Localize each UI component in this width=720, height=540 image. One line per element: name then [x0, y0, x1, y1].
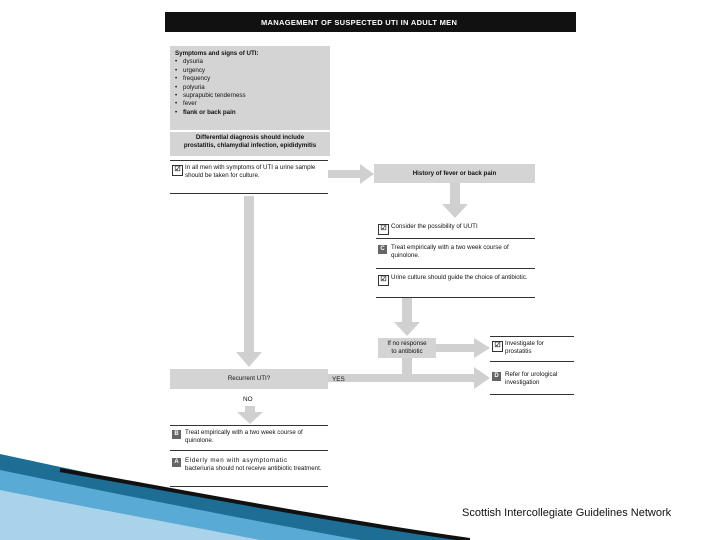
uti-possibility-box: ☑ Consider the possibility of UUTI: [376, 220, 535, 239]
differential-diagnosis-box: Differential diagnosis should include pr…: [170, 132, 330, 156]
refer-text: Refer for urological investigation: [505, 371, 558, 387]
refer-urology-box: D Refer for urological investigation: [490, 368, 574, 395]
elderly-men-box: A Elderly men with asymptomatic bacteriu…: [170, 454, 328, 487]
no-response-box: If no response to antibiotic: [378, 338, 436, 358]
symptom-item: •fever: [175, 100, 197, 108]
symptoms-heading: Symptoms and signs of UTI:: [175, 50, 259, 57]
swoosh-black-line: [59, 468, 470, 540]
arrow-down-to-recurrent: [236, 196, 262, 367]
fever-history-box: History of fever or back pain: [374, 164, 535, 183]
swoosh-light-band: [0, 490, 260, 540]
arrow-down-from-fever: [442, 182, 468, 218]
slide-swoosh-decoration: [0, 454, 470, 540]
urine-sample-text: In all men with symptoms of UTI a urine …: [185, 164, 316, 180]
symptom-item: •frequency: [175, 75, 211, 83]
arrow-right-to-fever: [328, 164, 374, 184]
symptom-item: •urgency: [175, 66, 206, 74]
grade-d-badge: D: [492, 372, 501, 381]
elderly-line1: Elderly men with asymptomatic: [185, 457, 288, 464]
urine-sample-box: ☑ In all men with symptoms of UTI a urin…: [170, 160, 328, 194]
symptoms-box: Symptoms and signs of UTI: •dysuria •urg…: [170, 46, 330, 130]
investigate-text: Investigate for prostatitis: [505, 340, 544, 356]
checkmark-badge-icon: ☑: [492, 341, 503, 352]
checkmark-badge-icon: ☑: [378, 224, 389, 235]
elderly-line2: bacteriuria should not receive antibioti…: [185, 465, 322, 473]
elderly-text: Elderly men with asymptomatic bacteriuri…: [185, 457, 325, 474]
arrow-no-down-to-treat: [237, 406, 263, 424]
symptoms-list: •dysuria •urgency •frequency •polyuria •…: [175, 58, 325, 117]
symptom-item: •polyuria: [175, 83, 205, 91]
differential-line2: prostatitis, chlamydial infection, epidi…: [183, 142, 317, 150]
no-label: NO: [243, 396, 253, 403]
arrow-right-to-investigate: [436, 338, 490, 358]
uti-possibility-text: Consider the possibility of UUTI: [391, 223, 478, 230]
treat-two-week-box: B Treat empirically with a two week cour…: [170, 425, 328, 451]
checkmark-badge-icon: ☑: [378, 275, 389, 286]
symptom-item: •dysuria: [175, 58, 203, 66]
symptom-item: •suprapubic tenderness: [175, 92, 246, 100]
grade-a-badge: A: [172, 458, 181, 467]
differential-line1: Differential diagnosis should include: [195, 134, 305, 141]
diagram-title: MANAGEMENT OF SUSPECTED UTI IN ADULT MEN: [165, 12, 576, 32]
investigate-prostatitis-box: ☑ Investigate for prostatitis: [490, 336, 574, 362]
treat-quinolone-text: Treat empirically with a two week course…: [391, 244, 509, 260]
treat-quinolone-box: C Treat empirically with a two week cour…: [376, 241, 535, 269]
grade-c-badge: C: [378, 245, 387, 254]
fever-history-text: History of fever or back pain: [412, 170, 497, 177]
symptom-item: •flank or back pain: [175, 108, 236, 116]
checkmark-badge-icon: ☑: [172, 165, 183, 176]
yes-label: YES: [332, 376, 345, 383]
no-response-line2: to antibiotic: [391, 348, 423, 356]
treat-two-week-text: Treat empirically with a two week course…: [185, 429, 303, 445]
no-response-line1: If no response: [387, 340, 427, 347]
urine-culture-box: ☑ Urine culture should guide the choice …: [376, 271, 535, 298]
arrow-yes-to-refer: [328, 367, 490, 389]
arrow-down-to-no-response: [394, 298, 420, 336]
recurrent-uti-box: Recurrent UTI?: [170, 369, 328, 389]
recurrent-uti-text: Recurrent UTI?: [227, 375, 271, 382]
grade-b-badge: B: [172, 430, 181, 439]
line-no-response-down: [402, 358, 412, 380]
footer-organization: Scottish Intercollegiate Guidelines Netw…: [462, 507, 672, 519]
urine-culture-text: Urine culture should guide the choice of…: [391, 274, 528, 281]
